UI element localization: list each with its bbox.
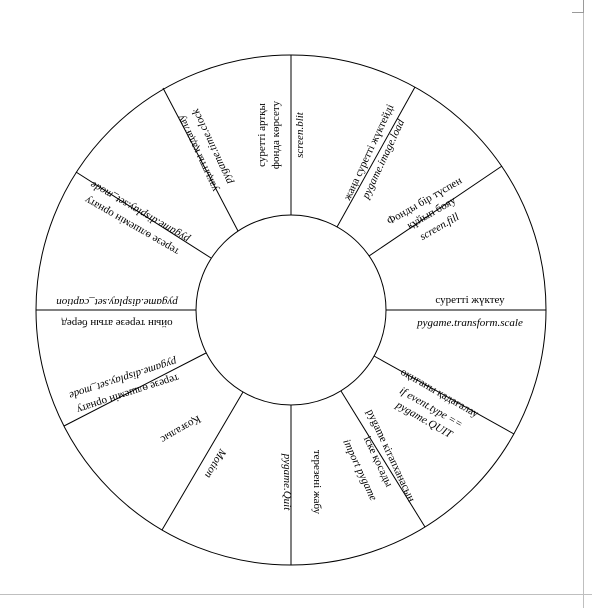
segment-fill: Фонды бір түспен құйып бояу screen.fill [385,175,464,243]
segment-mode-lower: терезе өлшемін орнату pygame.display.set… [67,355,180,416]
segment-code: pygame.Quit [281,453,293,511]
inner-circle [195,214,387,406]
segment-import: pygame кітапханасын іске қосады import p… [340,407,417,503]
page-edge [583,0,584,608]
divider-line [162,87,239,232]
divider-line [373,355,515,435]
page-edge [0,594,592,595]
segment-code: Motion [202,446,229,481]
segment-code: pygame.transform.scale [416,317,523,329]
segment-code: screen.blit [294,111,306,158]
page-corner-mark [572,0,584,13]
divider-line [340,390,426,528]
segment-mode-upper: терезе өлшемін орнату pygame.display.set… [82,178,192,257]
segment-close: терезені жабу pygame.Quit [281,450,323,515]
segment-blit: суретті артқы фонда көрсету screen.blit [256,100,306,169]
divider-line [368,165,503,257]
segment-label: фонда көрсету [270,100,282,169]
segment-label: суретті жүктеу [435,294,505,306]
segment-code: pygame.display.set_caption [56,296,179,308]
segment-label: Қозғалыс [158,413,203,446]
segment-movement: Қозғалыс [158,413,203,446]
segment-clock: уақытты қадағлау pygame.time.clock [175,106,236,194]
segment-scale: суретті жүктеу pygame.transform.scale [416,294,523,329]
segment-label: терезені жабу [311,450,323,515]
divider-line [75,171,212,259]
segment-label: ойын терезе атын беред [61,317,173,329]
segment-label: суретті артқы [256,102,268,166]
divider-line [161,391,244,531]
segment-motion: Motion [202,446,229,481]
segment-event: оқиғаны қадағалау if event.type == pygam… [393,366,481,441]
divider-line [336,86,416,228]
segment-caption: ойын терезе атын беред pygame.display.se… [56,296,179,329]
divider-line [63,352,207,427]
